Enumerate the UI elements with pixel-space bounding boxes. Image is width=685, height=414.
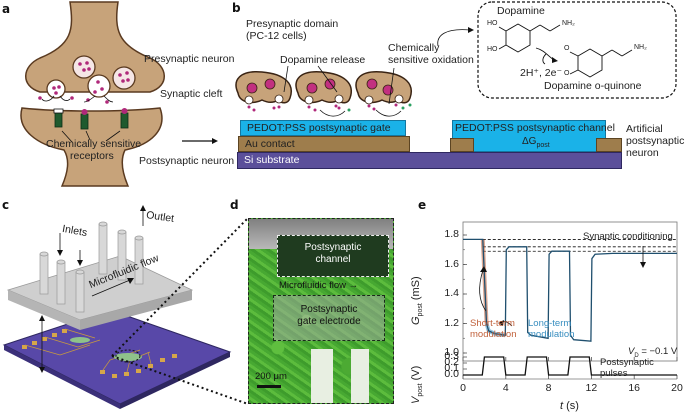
postsynaptic-gate-box: Postsynaptic gate electrode xyxy=(273,295,385,341)
label-oxidation-1: Chemically xyxy=(388,42,440,54)
xtick-label: 20 xyxy=(671,382,683,394)
v-ytick-label: 0.1 xyxy=(444,362,459,374)
label-pulses-1: Postsynaptic xyxy=(600,357,654,368)
label-presynaptic-neuron: Presynaptic neuron xyxy=(144,53,235,65)
v-ytick-label: 0.2 xyxy=(444,356,459,368)
panel-label-d: d xyxy=(230,198,239,212)
channel-box-label-2: channel xyxy=(315,254,351,265)
label-receptors-2: receptors xyxy=(70,150,114,162)
g-axis-label: Gpost (mS) xyxy=(410,276,425,325)
delta-g-text: ΔG xyxy=(522,136,537,147)
v-ylabel-main: V xyxy=(410,396,422,404)
g-ytick-label: 1.2 xyxy=(444,316,459,329)
label-synaptic-cleft: Synaptic cleft xyxy=(160,88,223,100)
label-short-term-2: modulation xyxy=(470,329,517,340)
label-dopamine-release: Dopamine release xyxy=(280,54,366,66)
label-artificial-3: neuron xyxy=(626,147,659,159)
pedot-channel-layer: PEDOT:PSS postsynaptic channel xyxy=(452,120,615,152)
gate-box-label-1: Postsynaptic xyxy=(300,304,358,315)
v-ylabel-unit: (V) xyxy=(410,365,422,384)
micrograph-photo: Postsynaptic channel Microfluidic flow →… xyxy=(248,218,394,404)
vesicle xyxy=(72,55,96,79)
vd-sub: D xyxy=(634,352,639,359)
label-quinone: Dopamine o-quinone xyxy=(544,80,642,92)
label-artificial-2: postsynaptic xyxy=(626,135,685,147)
g-ytick-label: 1.0 xyxy=(444,346,459,358)
au-drain-contact xyxy=(596,138,622,152)
channel-box-label-1: Postsynaptic xyxy=(304,242,362,253)
label-artificial-1: Artificial xyxy=(626,123,663,135)
label-ho-2: HO xyxy=(487,46,498,53)
g-ylabel-sub: post xyxy=(417,303,425,317)
label-oxygen-2: O xyxy=(564,70,570,77)
channel-label: PEDOT:PSS postsynaptic channel xyxy=(455,122,615,134)
label-byproducts: 2H⁺, 2e⁻ xyxy=(520,67,563,79)
v-ytick-label: 0.3 xyxy=(444,350,459,362)
gate-box-label-2: gate electrode xyxy=(297,316,361,327)
v-ytick-label: 0.0 xyxy=(444,368,459,380)
label-dopamine: Dopamine xyxy=(497,5,545,17)
v-post-trace xyxy=(463,356,677,376)
electrode-strip xyxy=(351,349,369,403)
electrode-strip xyxy=(311,349,333,403)
au-source-contact xyxy=(450,138,474,152)
xtick-label: 12 xyxy=(585,382,598,394)
label-receptors-1: Chemically sensitive xyxy=(46,138,142,150)
dopamine-structure xyxy=(498,23,561,53)
scale-bar-label: 200 μm xyxy=(255,371,287,382)
zoom-lines xyxy=(111,217,249,405)
vesicle xyxy=(112,66,136,90)
delta-g-sub: post xyxy=(536,142,550,149)
label-presynaptic-domain-1: Presynaptic domain xyxy=(246,18,339,30)
g-ylabel-unit: (mS) xyxy=(410,276,422,304)
g-post-trace xyxy=(463,238,677,342)
label-pulses-2: pulses xyxy=(600,368,628,379)
xtick-label: 8 xyxy=(545,382,552,394)
xtick-label: 16 xyxy=(628,382,641,394)
label-delta-g: ΔGpost xyxy=(522,136,550,150)
xtick-label: 4 xyxy=(502,382,509,394)
xlabel-main: t xyxy=(560,400,564,412)
v-axis-label: Vpost (V) xyxy=(410,366,425,404)
label-vd: VD = −0.1 V xyxy=(628,346,678,359)
vd-symbol: V xyxy=(628,346,635,357)
vd-value: = −0.1 V xyxy=(638,346,678,357)
panel-label-c: c xyxy=(2,198,10,212)
postsynaptic-channel-box: Postsynaptic channel xyxy=(277,235,389,277)
panel-label-e: e xyxy=(418,198,427,212)
label-nh2-1: NH₂ xyxy=(562,20,575,27)
label-short-term-1: Short-term xyxy=(470,318,515,329)
label-microfluidic-flow-d: Microfluidic flow → xyxy=(279,280,359,291)
panel-label-a: a xyxy=(2,2,11,16)
dopamine-reaction-box xyxy=(477,1,677,99)
panel-label-b: b xyxy=(232,1,241,15)
g-ytick-label: 1.6 xyxy=(444,257,459,270)
label-ho-1: HO xyxy=(487,20,498,27)
scale-bar xyxy=(257,385,281,388)
x-axis-label: t (s) xyxy=(560,400,579,412)
si-substrate-layer: Si substrate xyxy=(237,152,622,169)
label-presynaptic-domain-2: (PC-12 cells) xyxy=(246,30,307,42)
xlabel-unit: (s) xyxy=(563,400,579,412)
g-ytick-label: 1.4 xyxy=(444,287,459,299)
pedot-gate-layer: PEDOT:PSS postsynaptic gate xyxy=(240,120,406,136)
label-long-term-1: Long-term xyxy=(528,318,572,329)
au-contact-layer: Au contact xyxy=(238,136,410,152)
label-oxygen-1: O xyxy=(564,45,570,52)
label-oxidation-2: sensitive oxidation xyxy=(388,54,474,66)
xtick-label: 0 xyxy=(460,382,466,394)
label-postsynaptic-neuron: Postsynaptic neuron xyxy=(139,155,235,167)
g-ylabel-main: G xyxy=(410,316,422,325)
g-ytick-label: 1.8 xyxy=(444,228,459,240)
vesicle-fusing xyxy=(46,79,66,99)
v-ylabel-sub: post xyxy=(417,383,425,397)
label-synaptic-conditioning: Synaptic conditioning xyxy=(583,231,673,242)
label-nh2-2: NH₂ xyxy=(634,44,647,51)
label-long-term-2: modulation xyxy=(528,329,575,340)
